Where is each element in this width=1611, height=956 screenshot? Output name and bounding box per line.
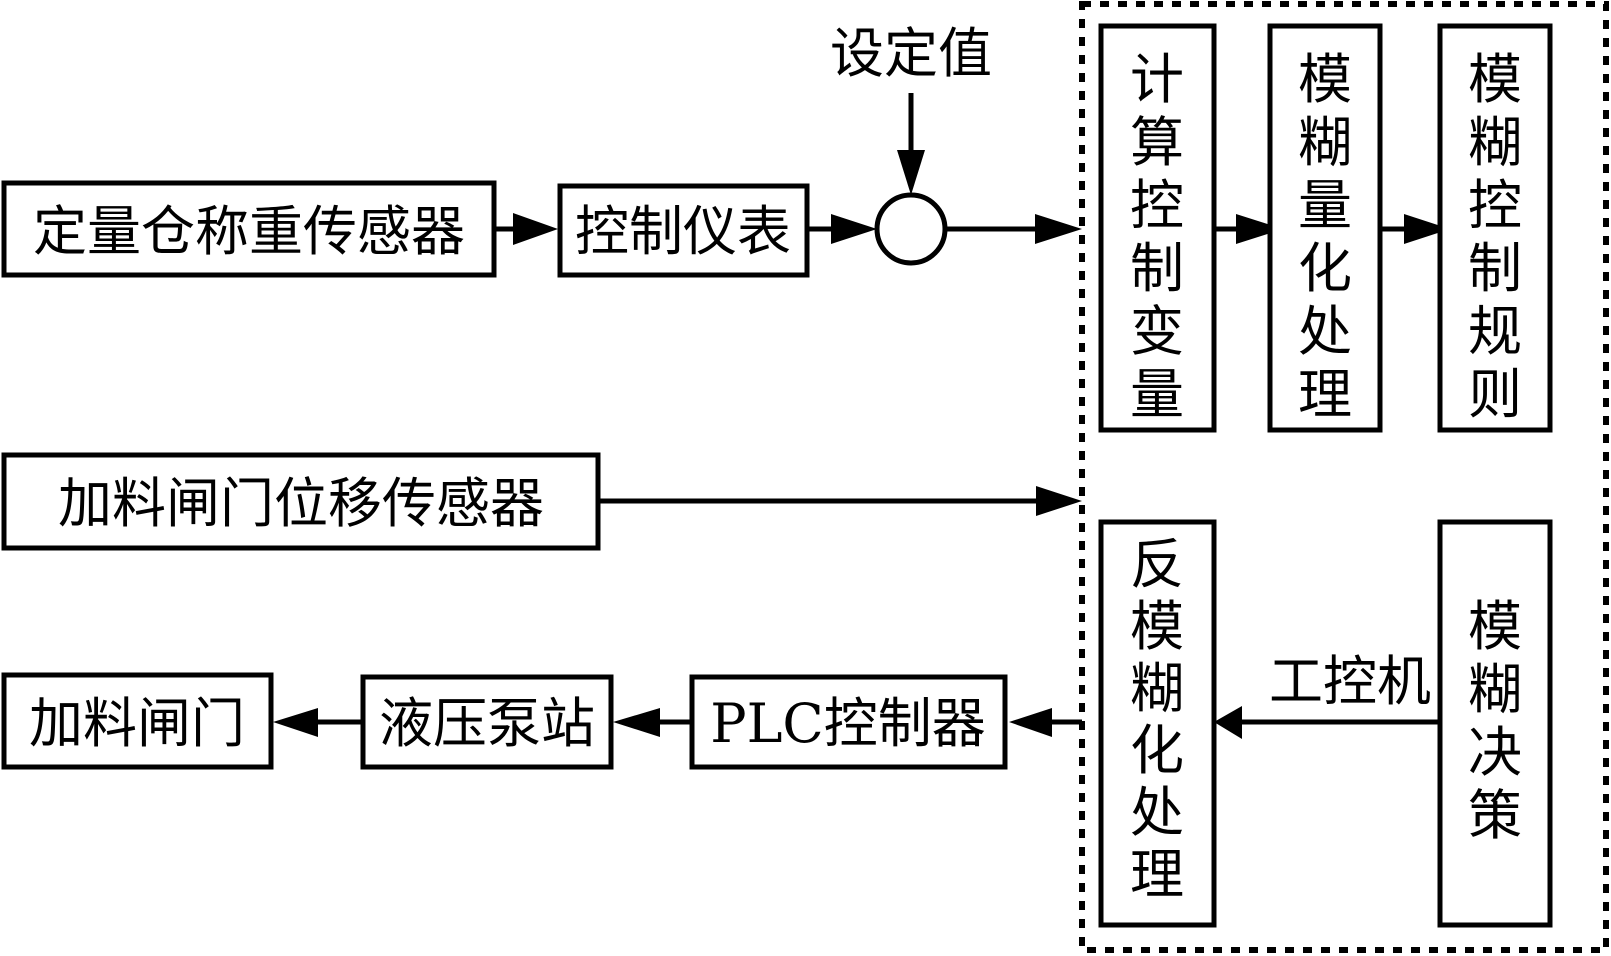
- fuzzy-decision-label: 模糊决策: [1468, 595, 1522, 847]
- hydraulic-station-label: 液压泵站: [379, 692, 595, 755]
- label-char: 策: [1468, 784, 1522, 847]
- fuzzify-label: 模糊量化处理: [1298, 48, 1352, 426]
- fuzzy-decision-block: [1437, 519, 1553, 928]
- label-char: 变: [1130, 300, 1184, 363]
- ipc-boundary: [1079, 1, 1609, 953]
- label-char: 模: [1298, 48, 1352, 111]
- fuzzy-rules-block: [1437, 23, 1553, 433]
- label-char: 理: [1130, 843, 1184, 906]
- arrow-head: [273, 708, 318, 737]
- label-char: 糊: [1130, 657, 1184, 720]
- gate-sensor-block: [1, 452, 601, 551]
- label-char: 控: [1468, 174, 1522, 237]
- fuzzify-block: [1267, 23, 1383, 433]
- ipc-label: 工控机: [1269, 650, 1431, 713]
- label-char: 模: [1468, 48, 1522, 111]
- arrow-head: [1236, 214, 1283, 244]
- arrow-head: [613, 708, 660, 737]
- arrow-head: [831, 214, 877, 244]
- label-char: 处: [1298, 300, 1352, 363]
- fuzzy-rules-label: 模糊控制规则: [1468, 48, 1522, 426]
- label-char: 量: [1298, 174, 1352, 237]
- label-char: 模: [1468, 595, 1522, 658]
- label-char: 制: [1130, 237, 1184, 300]
- label-char: 反: [1130, 533, 1184, 596]
- label-char: 规: [1468, 300, 1522, 363]
- label-char: 糊: [1298, 111, 1352, 174]
- label-char: 化: [1298, 237, 1352, 300]
- plc-controller-label: PLC控制器: [710, 692, 986, 755]
- arrow-head: [1009, 708, 1052, 737]
- hydraulic-station-block: [360, 674, 614, 770]
- label-char: 模: [1130, 595, 1184, 658]
- label-char: 决: [1468, 721, 1522, 784]
- label-char: 理: [1298, 363, 1352, 426]
- label-char: 化: [1130, 719, 1184, 782]
- plc-controller-block: [689, 674, 1008, 770]
- setpoint-label: 设定值: [830, 22, 992, 85]
- arrow-head: [513, 213, 558, 245]
- arrow-head: [1035, 214, 1082, 244]
- label-char: 计: [1130, 48, 1184, 111]
- compute-vars-label: 计算控制变量: [1130, 48, 1184, 426]
- arrow-head: [1036, 486, 1082, 516]
- gate-sensor-label: 加料闸门位移传感器: [58, 472, 544, 535]
- defuzzify-label: 反模糊化处理: [1130, 533, 1184, 906]
- label-char: 糊: [1468, 658, 1522, 721]
- compute-vars-block: [1098, 23, 1217, 433]
- arrow-head: [1214, 706, 1242, 739]
- label-char: 制: [1468, 237, 1522, 300]
- feed-gate-block: [1, 672, 274, 770]
- label-char: 控: [1130, 174, 1184, 237]
- arrow-head: [1404, 214, 1450, 244]
- control-instrument-label: 控制仪表: [575, 200, 791, 263]
- arrow-head: [897, 150, 925, 195]
- label-char: 处: [1130, 781, 1184, 844]
- label-char: 量: [1130, 363, 1184, 426]
- label-char: 糊: [1468, 111, 1522, 174]
- feed-gate-label: 加料闸门: [29, 692, 245, 755]
- label-char: 则: [1468, 363, 1522, 426]
- weigh-sensor-label: 定量仓称重传感器: [33, 200, 465, 263]
- defuzzify-block: [1098, 519, 1217, 928]
- label-char: 算: [1130, 111, 1184, 174]
- summing-junction: [874, 192, 948, 266]
